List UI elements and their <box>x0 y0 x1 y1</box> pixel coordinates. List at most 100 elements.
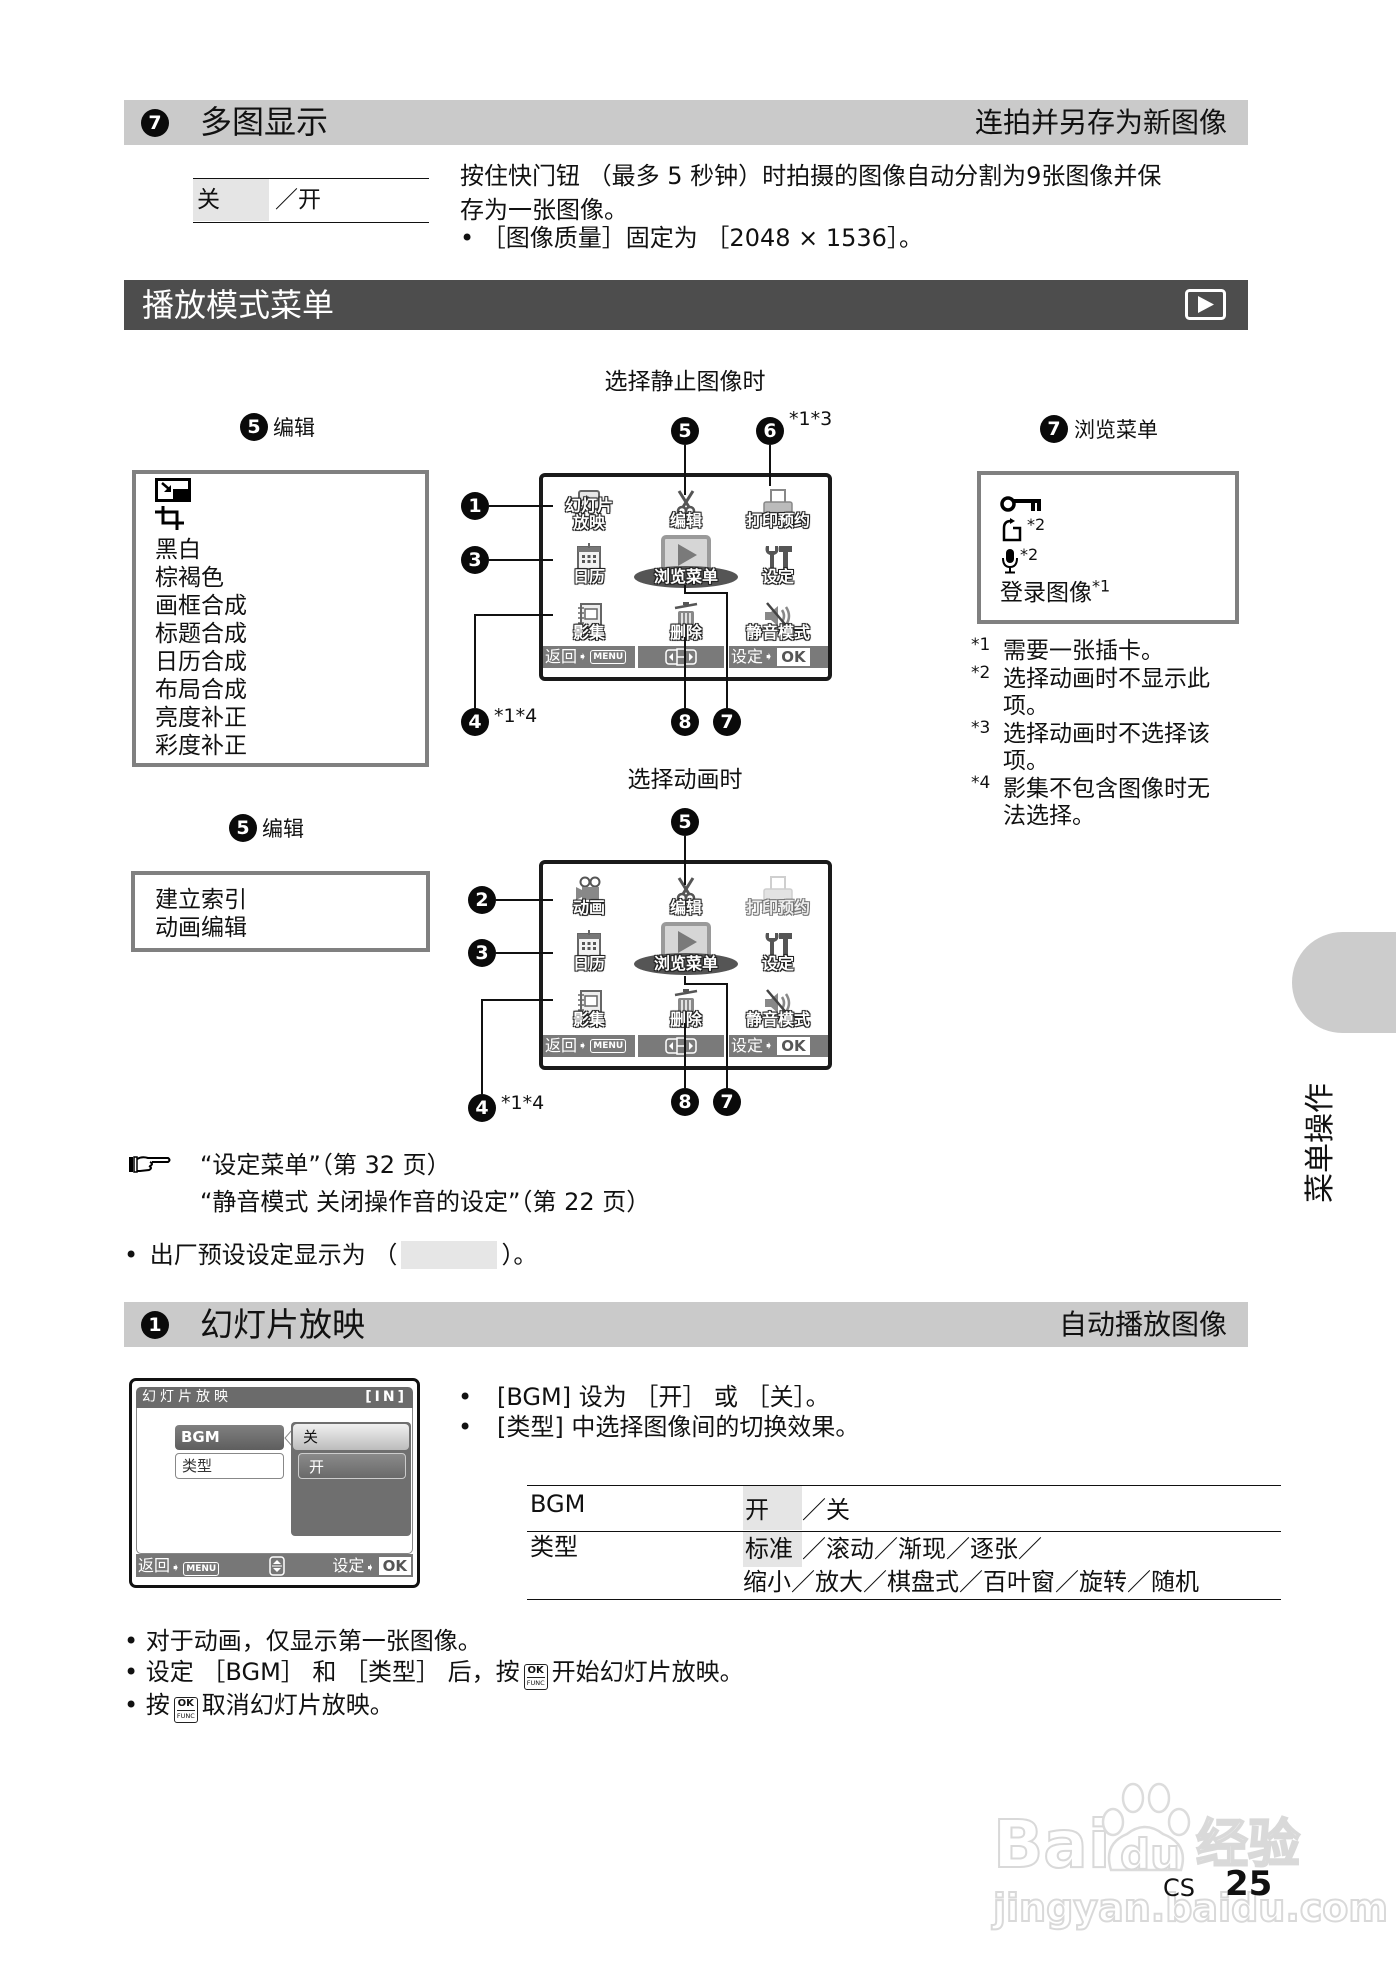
scissors-icon <box>674 489 698 523</box>
menu-item-label: 影集 <box>572 1010 605 1029</box>
slideshow-camera-screen: 幻灯片放映 [IN] BGM 类型 关 开 返回➧MENU 设定➧OK <box>129 1378 420 1588</box>
footer-back-label: 返回 <box>545 1036 578 1055</box>
leader-line <box>481 999 553 1001</box>
footnote-ref: *2 <box>1027 515 1046 534</box>
browse-heading: 浏览菜单 <box>1074 418 1158 442</box>
playback-mode-icon <box>1185 289 1226 324</box>
menu-item-label: 删除 <box>669 1010 702 1029</box>
arrow-right-icon: ➧ <box>764 650 774 663</box>
table-row-values: 标准／滚动／渐现／逐张／ <box>743 1532 1281 1567</box>
other-values: ／滚动／渐现／逐张／ <box>802 1535 1042 1563</box>
menu-item-label: 打印预约 <box>745 898 810 917</box>
section-title: 多图显示 <box>200 103 329 141</box>
other-values-line2: 缩小／放大／棋盘式／百叶窗／旋转／随机 <box>743 1568 1199 1596</box>
menu-item-label: 设定 <box>761 954 794 973</box>
menu-item-label: 编辑 <box>669 898 702 917</box>
note-line: • ［图像质量］固定为 ［2048 × 1536］。 <box>460 223 923 253</box>
menu-item-slideshow: 幻灯片 放映 <box>543 489 635 531</box>
option-table: 关／开 <box>193 178 429 223</box>
leader-line <box>489 559 553 561</box>
default-highlight-swatch <box>401 1241 498 1269</box>
leader-line <box>684 592 728 594</box>
menu-item-label: 影集 <box>572 623 605 642</box>
callout-8: 8 <box>671 1088 699 1116</box>
four-way-pad-icon <box>638 646 724 668</box>
ok-label: OK <box>526 1665 545 1678</box>
paw-logo-icon <box>1097 1778 1193 1882</box>
album-icon <box>575 988 603 1022</box>
chapter-tab <box>1292 932 1396 1033</box>
slideshow-settings-table: BGM 开／关 类型 标准／滚动／渐现／逐张／ 缩小／放大／棋盘式／百叶窗／旋转… <box>527 1485 1281 1600</box>
func-label: FUNC <box>526 1679 545 1687</box>
callout-8: 8 <box>671 708 699 736</box>
reference-link: “静音模式 关闭操作音的设定”（第 22 页） <box>200 1188 651 1216</box>
up-down-icon <box>269 1556 285 1582</box>
edit-item: 彩度补正 <box>155 733 247 759</box>
arrow-right-icon: ➧ <box>365 1561 375 1574</box>
section-header-multi-display: 7 多图显示 连拍并另存为新图像 <box>124 100 1248 145</box>
reference-link: “设定菜单”（第 32 页） <box>200 1151 451 1179</box>
camera-footer-bar: 返回➧MENU 设定➧OK <box>543 646 828 668</box>
selection-highlight <box>634 566 738 588</box>
callout-note: *1*4 <box>494 705 538 727</box>
footnote-mark: *4 <box>971 772 991 793</box>
callout-7: 7 <box>713 1088 741 1116</box>
edit-item: 画框合成 <box>155 593 247 619</box>
menu-item-print-order: 打印预约 <box>732 489 824 529</box>
chapter-tab-label: 菜单操作 <box>1303 1083 1338 1203</box>
other-options: ／开 <box>275 187 321 213</box>
menu-item-movie: 动画 <box>543 876 635 916</box>
settings-icon <box>762 930 794 964</box>
footnote-text: 选择动画时不选择该项。 <box>1003 720 1210 775</box>
movie-edit-options-box: 建立索引 动画编辑 <box>131 871 430 952</box>
callout-4: 4 <box>461 708 489 736</box>
edit-options-list: 黑白 棕褐色 画框合成 标题合成 日历合成 布局合成 亮度补正 彩度补正 <box>155 536 247 760</box>
browse-item-register: 登录图像*1 <box>1000 578 1110 607</box>
leader-line <box>769 445 771 486</box>
menu-item-label: 静音模式 <box>745 623 810 642</box>
menu-item-settings: 设定 <box>732 930 824 972</box>
camera-footer-bar: 返回➧MENU 设定➧OK <box>136 1554 413 1577</box>
menu-item-print-order-disabled: 打印预约 <box>732 876 824 916</box>
edit-number-badge: 5 <box>229 814 257 842</box>
callout-note: *1*3 <box>789 408 833 430</box>
screen-title-bar: 幻灯片放映 [IN] <box>136 1387 413 1408</box>
leader-line <box>489 505 553 507</box>
camera-footer-bar: 返回➧MENU 设定➧OK <box>543 1035 828 1057</box>
callout-6: 6 <box>756 417 784 445</box>
menu-item-silent-mode: 静音模式 <box>732 601 824 641</box>
menu-button-icon: MENU <box>183 1562 220 1576</box>
footnotes: *1 需要一张插卡。 *2 选择动画时不显示此项。 *3 选择动画时不选择该项。… <box>971 635 1231 831</box>
playback-menu-title: 播放模式菜单 <box>142 286 335 324</box>
footer-set-label: 设定 <box>731 1036 764 1055</box>
default-option: 关 <box>193 179 269 221</box>
footnote-ref: *2 <box>1020 545 1039 564</box>
menu-item-label: 删除 <box>669 623 702 642</box>
watermark-brand: du <box>1119 1830 1181 1879</box>
footnote-text: 影集不包含图像时无法选择。 <box>1003 775 1210 830</box>
rotate-icon <box>1000 518 1024 546</box>
camera-screen-still: 幻灯片 放映 编辑 打印预约 日历 浏览菜单 设定 影集 删除 <box>539 473 832 681</box>
footnote: *2 选择动画时不显示此项。 <box>971 663 1231 721</box>
callout-7: 7 <box>713 708 741 736</box>
screen-title: 幻灯片放映 <box>142 1389 232 1405</box>
callout-4: 4 <box>468 1094 496 1122</box>
edit-item: 动画编辑 <box>155 915 247 941</box>
bullet: • <box>124 1241 139 1269</box>
menu-item-album: 影集 <box>543 988 635 1028</box>
footer-back-label: 返回 <box>545 647 578 666</box>
browse-icon <box>661 535 711 579</box>
edit-options-box: 黑白 棕褐色 画框合成 标题合成 日历合成 布局合成 亮度补正 彩度补正 <box>132 470 429 767</box>
note-item: • 对于动画，仅显示第一张图像。 <box>124 1626 744 1657</box>
arrow-right-icon: ➧ <box>764 1039 774 1052</box>
settings-icon <box>762 543 794 577</box>
leader-line <box>496 952 553 954</box>
bullet-text: [BGM] 设为 ［开］ 或 ［关］。 <box>497 1383 830 1411</box>
default-value: 标准 <box>743 1532 802 1567</box>
trash-icon <box>672 988 700 1022</box>
crop-icon <box>155 506 185 534</box>
footnote-text: 需要一张插卡。 <box>1003 638 1164 664</box>
menu-item-calendar: 日历 <box>543 543 635 585</box>
edit-item: 黑白 <box>155 537 201 563</box>
